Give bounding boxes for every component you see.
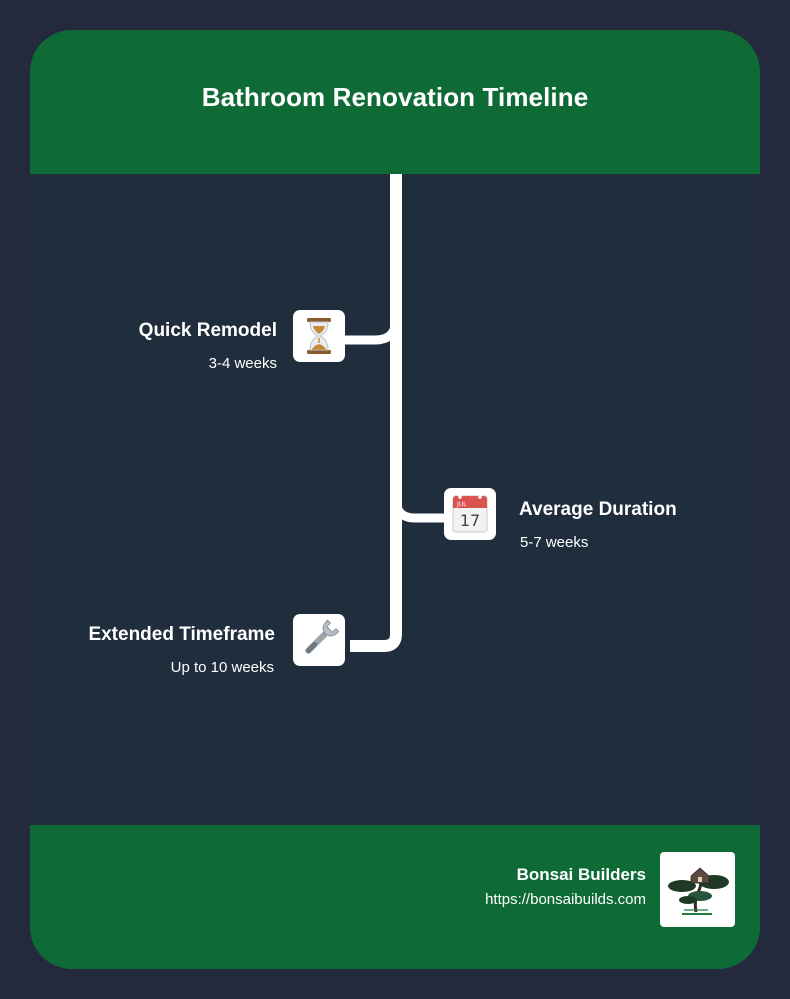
- branch-average-duration: [391, 498, 448, 523]
- stage-title-average-duration: Average Duration: [519, 499, 677, 520]
- timeline-connector: [345, 174, 448, 652]
- timeline-line: [350, 174, 402, 652]
- stage-duration-quick-remodel: 3-4 weeks: [208, 355, 277, 372]
- brand-url[interactable]: https://bonsaibuilds.com: [485, 891, 646, 908]
- brand-name: Bonsai Builders: [516, 865, 646, 884]
- brand-block: Bonsai Builders https://bonsaibuilds.com: [485, 865, 646, 908]
- stage-duration-average-duration: 5-7 weeks: [520, 534, 589, 551]
- calendar-icon: JUL 17: [444, 488, 496, 540]
- infographic-card: Bathroom Renovation Timeline Quick Remod…: [30, 30, 760, 969]
- hourglass-icon: [293, 310, 345, 362]
- branch-quick-remodel: [345, 318, 401, 345]
- header: Bathroom Renovation Timeline: [30, 30, 760, 174]
- calendar-day: 17: [460, 511, 480, 530]
- stage-title-quick-remodel: Quick Remodel: [138, 320, 277, 341]
- timeline-area: Quick Remodel 3-4 weeks JUL 17 Average D…: [30, 174, 760, 825]
- calendar-month: JUL: [456, 501, 467, 508]
- stage-duration-extended-timeframe: Up to 10 weeks: [170, 659, 274, 676]
- stage-title-extended-timeframe: Extended Timeframe: [88, 624, 275, 645]
- wrench-icon: [293, 614, 345, 666]
- footer: Bonsai Builders https://bonsaibuilds.com: [30, 825, 760, 969]
- page-title: Bathroom Renovation Timeline: [201, 81, 589, 112]
- bonsai-house-logo-icon: [660, 852, 735, 927]
